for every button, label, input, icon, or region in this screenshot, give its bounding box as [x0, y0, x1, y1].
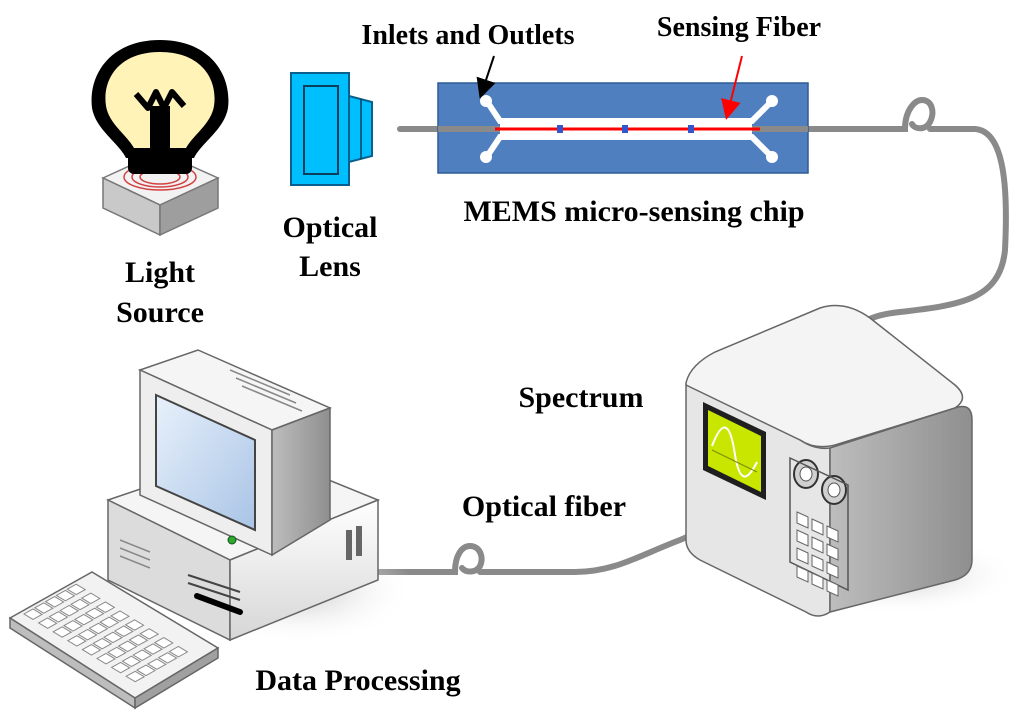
keyboard-key: [81, 644, 102, 656]
keyboard-key: [103, 631, 123, 644]
inlets-arrow: [476, 55, 496, 99]
analyzer-button: [796, 511, 809, 529]
keyboard-key: [37, 617, 58, 629]
analyzer-button: [826, 561, 839, 579]
chip-outlet-top-right: [766, 95, 778, 107]
keyboard-key: [153, 637, 174, 649]
analyzer-button: [826, 543, 839, 561]
keyboard-key: [66, 635, 87, 647]
chip-inlet-top-left: [480, 95, 492, 107]
keyboard-key: [132, 649, 153, 661]
keyboard-key: [143, 643, 163, 655]
label-spectrum: Spectrum: [519, 381, 644, 414]
keyboard-key: [106, 646, 127, 659]
analyzer-button: [811, 554, 824, 572]
keyboard-key: [70, 598, 90, 611]
keyboard-key: [88, 622, 109, 635]
keyboard-key: [125, 670, 146, 683]
label-sensing-fiber: Sensing Fiber: [657, 12, 821, 43]
keyboard-key: [124, 619, 145, 631]
keyboard-key: [80, 592, 101, 605]
keyboard-key: [110, 661, 131, 674]
keyboard-key: [92, 637, 113, 650]
label-inlets-outlets: Inlets and Outlets: [361, 20, 574, 51]
analyzer-button: [796, 529, 809, 547]
keyboard-key: [168, 645, 189, 658]
analyzer-button: [796, 547, 809, 565]
keyboard-key: [117, 640, 138, 653]
spectrum-analyzer-icon: [685, 304, 1020, 617]
fiber-cables: [357, 96, 1009, 575]
computer-icon: [106, 349, 415, 645]
fiber-computer-to-spectrum: [357, 515, 723, 575]
keyboard-key: [33, 602, 54, 614]
keyboard-key: [52, 626, 73, 638]
mems-chip-icon: [437, 82, 809, 174]
analyzer-button: [796, 565, 809, 583]
keyboard-key: [139, 628, 160, 640]
keyboard-key: [136, 664, 156, 677]
label-optical-fiber: Optical fiber: [462, 490, 626, 523]
keyboard-key: [84, 607, 105, 620]
sensing-fiber-arrow: [721, 55, 743, 120]
keyboard-key: [55, 589, 76, 602]
keyboard-key: [95, 601, 116, 613]
chip-inlet-bottom-left: [480, 151, 492, 163]
label-optical-lens-line2: Lens: [299, 250, 361, 283]
label-mems-chip: MEMS micro-sensing chip: [463, 195, 804, 228]
keyboard-key: [99, 616, 120, 629]
analyzer-button: [811, 518, 824, 536]
keyboard-key: [23, 608, 43, 620]
keyboard-key: [146, 658, 167, 670]
keyboard-key: [59, 604, 80, 617]
keyboard-key: [157, 652, 178, 664]
keyboard-key: [48, 611, 69, 623]
chip-outlet-bottom-right: [766, 151, 778, 163]
keyboard-key: [73, 613, 94, 626]
label-optical-lens-line1: Optical: [283, 211, 378, 244]
keyboard-key: [128, 634, 149, 646]
keyboard-key: [110, 610, 130, 622]
analyzer-button: [826, 525, 839, 543]
label-data-processing: Data Processing: [255, 664, 460, 697]
keyboard-key: [63, 620, 83, 632]
diagram-labels: Inlets and Outlets Sensing Fiber MEMS mi…: [116, 12, 821, 697]
optical-lens-icon: [290, 72, 373, 186]
keyboard-key: [77, 628, 98, 641]
keyboard-key: [96, 652, 116, 665]
analyzer-button: [811, 536, 824, 554]
label-light-source-line1: Light: [125, 256, 195, 289]
analyzer-button: [826, 579, 839, 597]
keyboard-key: [121, 655, 142, 668]
keyboard-icon: [8, 571, 220, 710]
keyboard-key: [66, 583, 87, 596]
keyboard-key: [113, 625, 134, 637]
keyboard-key: [44, 596, 65, 608]
analyzer-button: [811, 572, 824, 590]
light-source-icon: [91, 40, 229, 237]
label-light-source-line2: Source: [116, 296, 204, 329]
